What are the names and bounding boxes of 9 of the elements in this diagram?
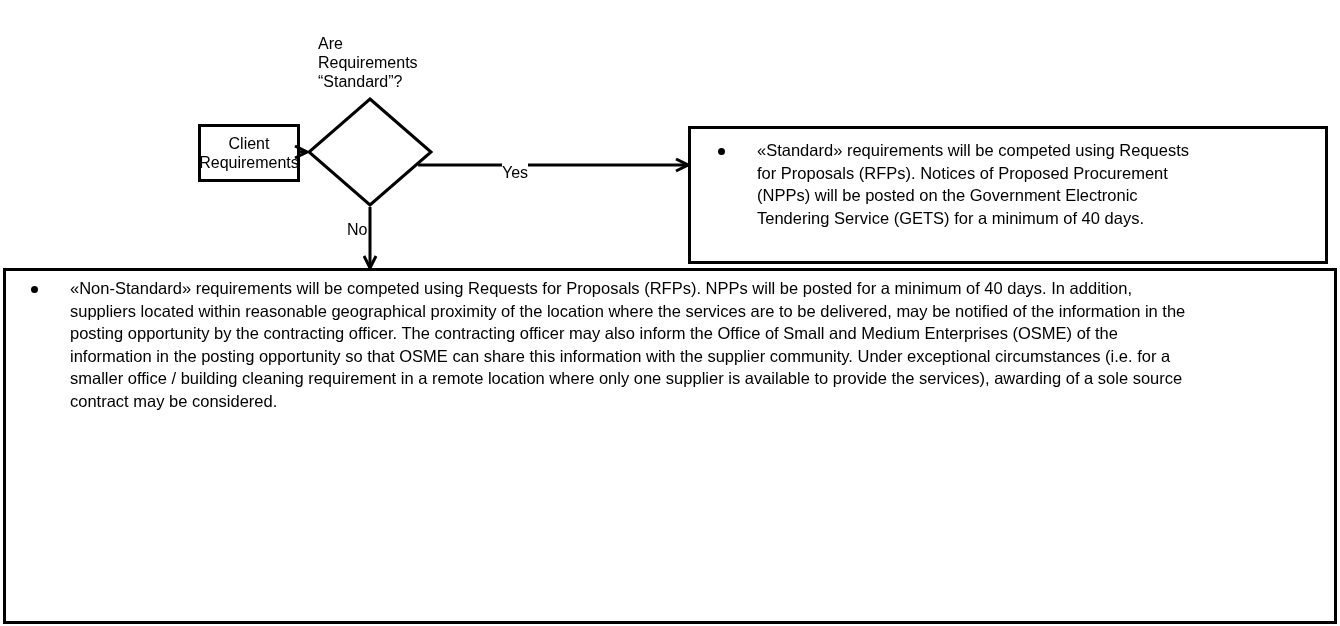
decision-question: Are Requirements “Standard”? (318, 34, 418, 91)
bullet-text: «Non-Standard» requirements will be competed using Requests for Proposals (RFPs). NPPs will be posted for a minimum of 40 days. In addition, suppliers located within reasonable geographical proximity of the location where the services are to be delivered, may be notified of the information in the posting opportunity by the contracting officer. The contracting officer may also inform the Office of Small and Medium Enterprises (OSME) of the information in the posting opportunity so that OSME can share this information with the supplier community. Under exceptional circumstances (i.e. for a smaller office / building cleaning requirement in a remote location where only one supplier is available to provide the services), awarding of a sole source contract may be considered. (70, 278, 1187, 412)
note-box (3, 268, 1337, 624)
arrow (418, 157, 690, 173)
process-box: Client Requirements (198, 124, 300, 182)
bullet-text: «Standard» requirements will be competed using Requests for Proposals (RFPs). Notices of Proposed Procurement (NPPs) will be posted on the Government Electronic Tendering Service (GETS) for a minimum of 40 days. (757, 140, 1190, 229)
note-box (688, 126, 1328, 264)
arrow (293, 144, 309, 160)
arrow (362, 207, 378, 270)
